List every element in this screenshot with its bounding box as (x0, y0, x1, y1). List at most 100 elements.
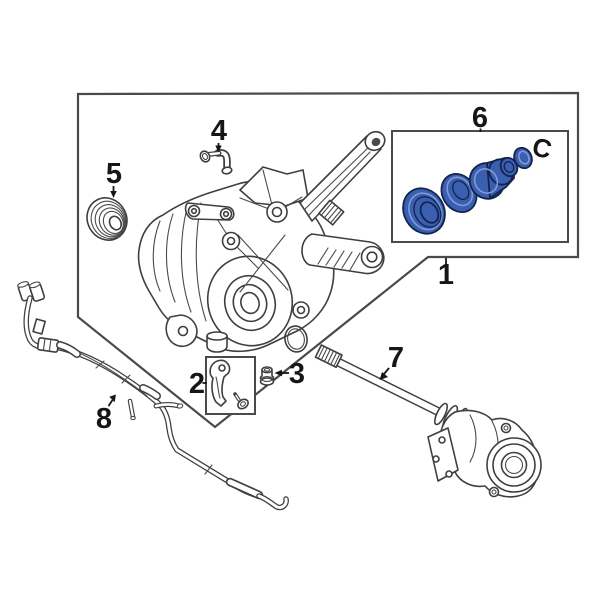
seal-bore (108, 215, 123, 231)
callout-3: 3 (274, 358, 305, 390)
housing-truss-lines (213, 169, 303, 293)
spline-hatch (317, 345, 341, 367)
seal-ring-4 (98, 207, 125, 236)
kit-small-ring-inner (517, 150, 530, 165)
input-spline-stub (318, 199, 345, 226)
seal-ring-3 (94, 204, 126, 238)
lower-arm-eyelet-hole (366, 251, 378, 263)
hose-sleeve-1-core (57, 342, 80, 357)
lower-arm-hatch (317, 247, 361, 271)
callout-4-label: 4 (211, 115, 227, 147)
callout-6: 6 (472, 102, 488, 134)
boss-upper (266, 201, 288, 223)
callout-6-label: 6 (472, 102, 488, 134)
callout-8-label: 8 (96, 403, 112, 435)
coupling-face-outer (486, 437, 542, 493)
upper-arm (299, 135, 382, 222)
plug-top-inner (263, 367, 271, 372)
top-bracket-eyelet-left (187, 204, 201, 218)
hose-clip-body (32, 318, 46, 335)
o-ring-drawing (284, 325, 308, 353)
coupling-hub-outer (500, 451, 528, 479)
coupling-face-ring (492, 443, 536, 487)
bottom-lug-left-hole (177, 325, 189, 337)
o-ring-outer (284, 325, 308, 353)
callout-8-arrowhead (109, 394, 116, 403)
plug-top (261, 366, 273, 374)
coupling-lug-top (500, 422, 512, 434)
kit-large-seal-ring (413, 196, 442, 228)
vent-foot (221, 166, 233, 175)
bottom-lug-right-hole (296, 305, 306, 315)
kit-large-seal-band (408, 192, 443, 231)
differential-housing-drawing (137, 130, 386, 353)
upper-arm-tip-hole (371, 137, 381, 147)
boss-mid-hole (226, 236, 236, 246)
callout-3-arrowhead (274, 369, 282, 377)
plug-flange-inner (261, 376, 273, 382)
coupling-bracket-plate (427, 427, 459, 482)
main-assembly-box-outline (76, 91, 580, 429)
hose-end-sleeve-core (227, 479, 262, 498)
axle-shaft-drawing (314, 344, 542, 498)
vent-hose-drawing (17, 281, 289, 511)
coupling-lug-bottom-hole (491, 489, 497, 495)
hose-tick-marks (95, 360, 213, 475)
bottom-lug-right (292, 301, 310, 319)
kit-cv-boot (468, 156, 519, 200)
callout-1-label: 1 (438, 259, 454, 291)
vent-cap-inner (201, 152, 209, 161)
callout-3-label: 3 (289, 358, 305, 390)
hose-sleeve-2-core (140, 385, 160, 399)
shaft-spline-end (314, 344, 343, 369)
callout-4: 4 (211, 115, 227, 153)
coupling-lug-top-hole (503, 425, 509, 431)
boss-upper-hole (271, 206, 283, 218)
screw-head (237, 398, 249, 410)
hose-block-lines (42, 337, 52, 352)
hose-block-body (36, 337, 60, 353)
front-ring-outer (223, 274, 277, 332)
bottom-lug-left (165, 314, 198, 348)
spline-stub-body (318, 199, 345, 226)
callout-8-leader (107, 399, 114, 407)
shaft-core (327, 355, 440, 414)
hose-stub-core (128, 399, 135, 419)
screw-shank-core (235, 394, 240, 401)
callout-5-label: 5 (106, 158, 122, 190)
callout-2-label: 2 (189, 368, 205, 400)
hose-clip (32, 318, 46, 335)
seal-drawing (86, 197, 128, 241)
callout-7: 7 (379, 342, 404, 380)
bracket-plate-hole-1 (438, 436, 446, 444)
front-ring-inner (240, 291, 260, 315)
vent-pipe-core (206, 152, 221, 156)
kit-dome-inner (452, 180, 470, 201)
upper-arm-rails (304, 143, 373, 217)
coupling-hub-bore (504, 455, 524, 475)
bracket-drawing (209, 359, 231, 407)
housing-ribs (152, 202, 207, 322)
coupling-lug-bottom (488, 486, 500, 498)
hose-fork-end (176, 403, 184, 409)
bracket-plate-hole-3 (445, 470, 453, 478)
spline-stub-hatch (320, 201, 342, 224)
kit-small-ring (513, 146, 533, 170)
hose-cap-2-top (28, 281, 41, 289)
callout-5-arrowhead (110, 191, 117, 198)
kit-cv-tip-ring (503, 161, 515, 173)
callout-1: 1 (438, 258, 454, 291)
hose-cap-1-top (17, 281, 29, 288)
callout-4-arrowhead (215, 145, 222, 153)
housing-top-extension (239, 166, 309, 207)
top-bracket-hole-right (222, 210, 230, 218)
callout-2: 2 (189, 368, 207, 400)
drain-boss-top (206, 331, 228, 341)
hose-stub-end (130, 415, 136, 421)
screw-head-inner (240, 401, 246, 407)
seal-ring-2 (90, 200, 127, 239)
callout-8: 8 (96, 394, 116, 435)
boss-mid (221, 231, 241, 251)
